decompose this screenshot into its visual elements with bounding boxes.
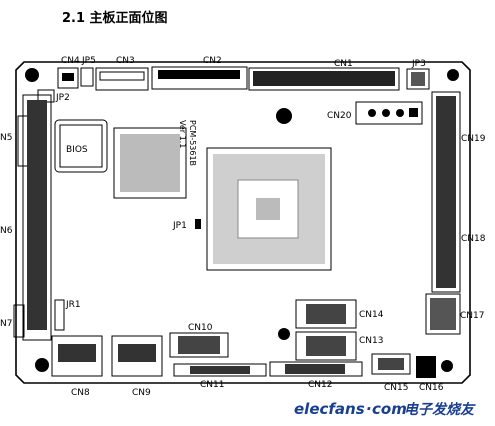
watermark-domain: com bbox=[372, 400, 407, 418]
cn19-cn18-pins bbox=[436, 96, 456, 288]
cn15-connector bbox=[371, 353, 411, 375]
mounting-hole bbox=[447, 69, 459, 81]
cn4-label: CN4 bbox=[61, 56, 80, 66]
cn3-label: CN3 bbox=[116, 56, 135, 66]
jp5-jumper bbox=[80, 67, 94, 87]
bios-chip bbox=[59, 124, 103, 168]
cpu-center bbox=[256, 198, 280, 220]
cn14-label: CN14 bbox=[359, 310, 384, 320]
cn20-label: CN20 bbox=[327, 111, 352, 121]
jp5-label: JP5 bbox=[81, 56, 96, 66]
mounting-hole bbox=[25, 68, 39, 82]
cn1-connector bbox=[248, 67, 400, 91]
cn17-connector bbox=[425, 293, 461, 335]
cn1-label: CN1 bbox=[334, 59, 353, 69]
cn11-connector bbox=[173, 363, 267, 377]
cn6-header bbox=[22, 94, 52, 341]
cn13-label: CN13 bbox=[359, 336, 383, 346]
page-title: 2.1 主板正面位图 bbox=[62, 10, 168, 26]
bios-socket bbox=[54, 119, 108, 173]
cn15-pins bbox=[378, 358, 404, 370]
cn20-pin bbox=[409, 108, 418, 117]
cn19-cn18-header bbox=[431, 91, 461, 293]
model-text-2: Ver 1.1 bbox=[178, 120, 187, 148]
cn6-pins bbox=[27, 100, 47, 330]
cn9-label: CN9 bbox=[132, 388, 151, 398]
model-text-1: PCM-5361B bbox=[188, 120, 197, 166]
mounting-hole bbox=[441, 360, 453, 372]
cn1-pins bbox=[253, 71, 395, 86]
cn12-pins bbox=[285, 364, 345, 374]
cn8-connector bbox=[51, 335, 103, 377]
cn8-jack bbox=[58, 344, 96, 362]
cn7-connector bbox=[13, 304, 25, 338]
jp2-label: JP2 bbox=[55, 93, 70, 103]
cn9-jack bbox=[118, 344, 156, 362]
cn2-connector bbox=[151, 66, 248, 90]
cn10-pins bbox=[178, 336, 220, 354]
board-outline bbox=[15, 61, 471, 384]
jp1-jumper bbox=[195, 219, 201, 229]
watermark-chinese: 电子发烧友 bbox=[404, 401, 476, 418]
cn8-label: CN8 bbox=[71, 388, 90, 398]
watermark-site: elecfans bbox=[294, 400, 365, 418]
cn6-label: N6 bbox=[0, 226, 13, 236]
jr1-label: JR1 bbox=[65, 300, 81, 310]
cn16-label: CN16 bbox=[419, 383, 444, 393]
cn20-connector bbox=[355, 101, 423, 125]
cn14-connector bbox=[295, 299, 357, 329]
cn11-label: CN11 bbox=[200, 380, 224, 390]
cn18-label: CN18 bbox=[461, 234, 486, 244]
cn9-connector bbox=[111, 335, 163, 377]
jr1-jumper bbox=[54, 299, 65, 331]
cn14-pins bbox=[306, 304, 346, 324]
cn19-label: CN19 bbox=[461, 134, 486, 144]
cn17-pins bbox=[430, 298, 456, 330]
chipset-small-grid bbox=[120, 134, 180, 192]
cn2-pins bbox=[158, 70, 240, 79]
cn4-connector bbox=[57, 67, 79, 89]
cn20-pin bbox=[396, 109, 404, 117]
cn4-pins bbox=[62, 73, 74, 81]
cn3-slot bbox=[99, 71, 145, 81]
cn15-label: CN15 bbox=[384, 383, 408, 393]
jp1-label: JP1 bbox=[172, 221, 187, 231]
cn20-pin bbox=[382, 109, 390, 117]
cn17-label: CN17 bbox=[460, 311, 484, 321]
cn20-pin bbox=[368, 109, 376, 117]
cn5-label: N5 bbox=[0, 133, 12, 143]
watermark-dot: · bbox=[366, 400, 372, 418]
mounting-hole bbox=[35, 358, 49, 372]
bios-label: BIOS bbox=[66, 145, 88, 155]
cn10-label: CN10 bbox=[188, 323, 213, 333]
cn13-connector bbox=[295, 331, 357, 361]
cn16-connector bbox=[416, 356, 436, 378]
cn12-connector bbox=[269, 361, 363, 377]
cn13-pins bbox=[306, 336, 346, 356]
cn3-connector bbox=[95, 67, 149, 91]
jp3-label: JP3 bbox=[411, 59, 426, 69]
cn7-label: N7 bbox=[0, 319, 12, 329]
mounting-hole bbox=[276, 108, 292, 124]
chipset-small bbox=[113, 127, 187, 199]
cn10-connector bbox=[169, 332, 229, 358]
cn11-pins bbox=[190, 366, 250, 374]
jp3-pins bbox=[411, 72, 425, 86]
mounting-hole bbox=[278, 328, 290, 340]
cn2-label: CN2 bbox=[203, 56, 222, 66]
cn12-label: CN12 bbox=[308, 380, 332, 390]
cpu-chip bbox=[206, 147, 332, 271]
jp3-jumper bbox=[406, 68, 430, 90]
